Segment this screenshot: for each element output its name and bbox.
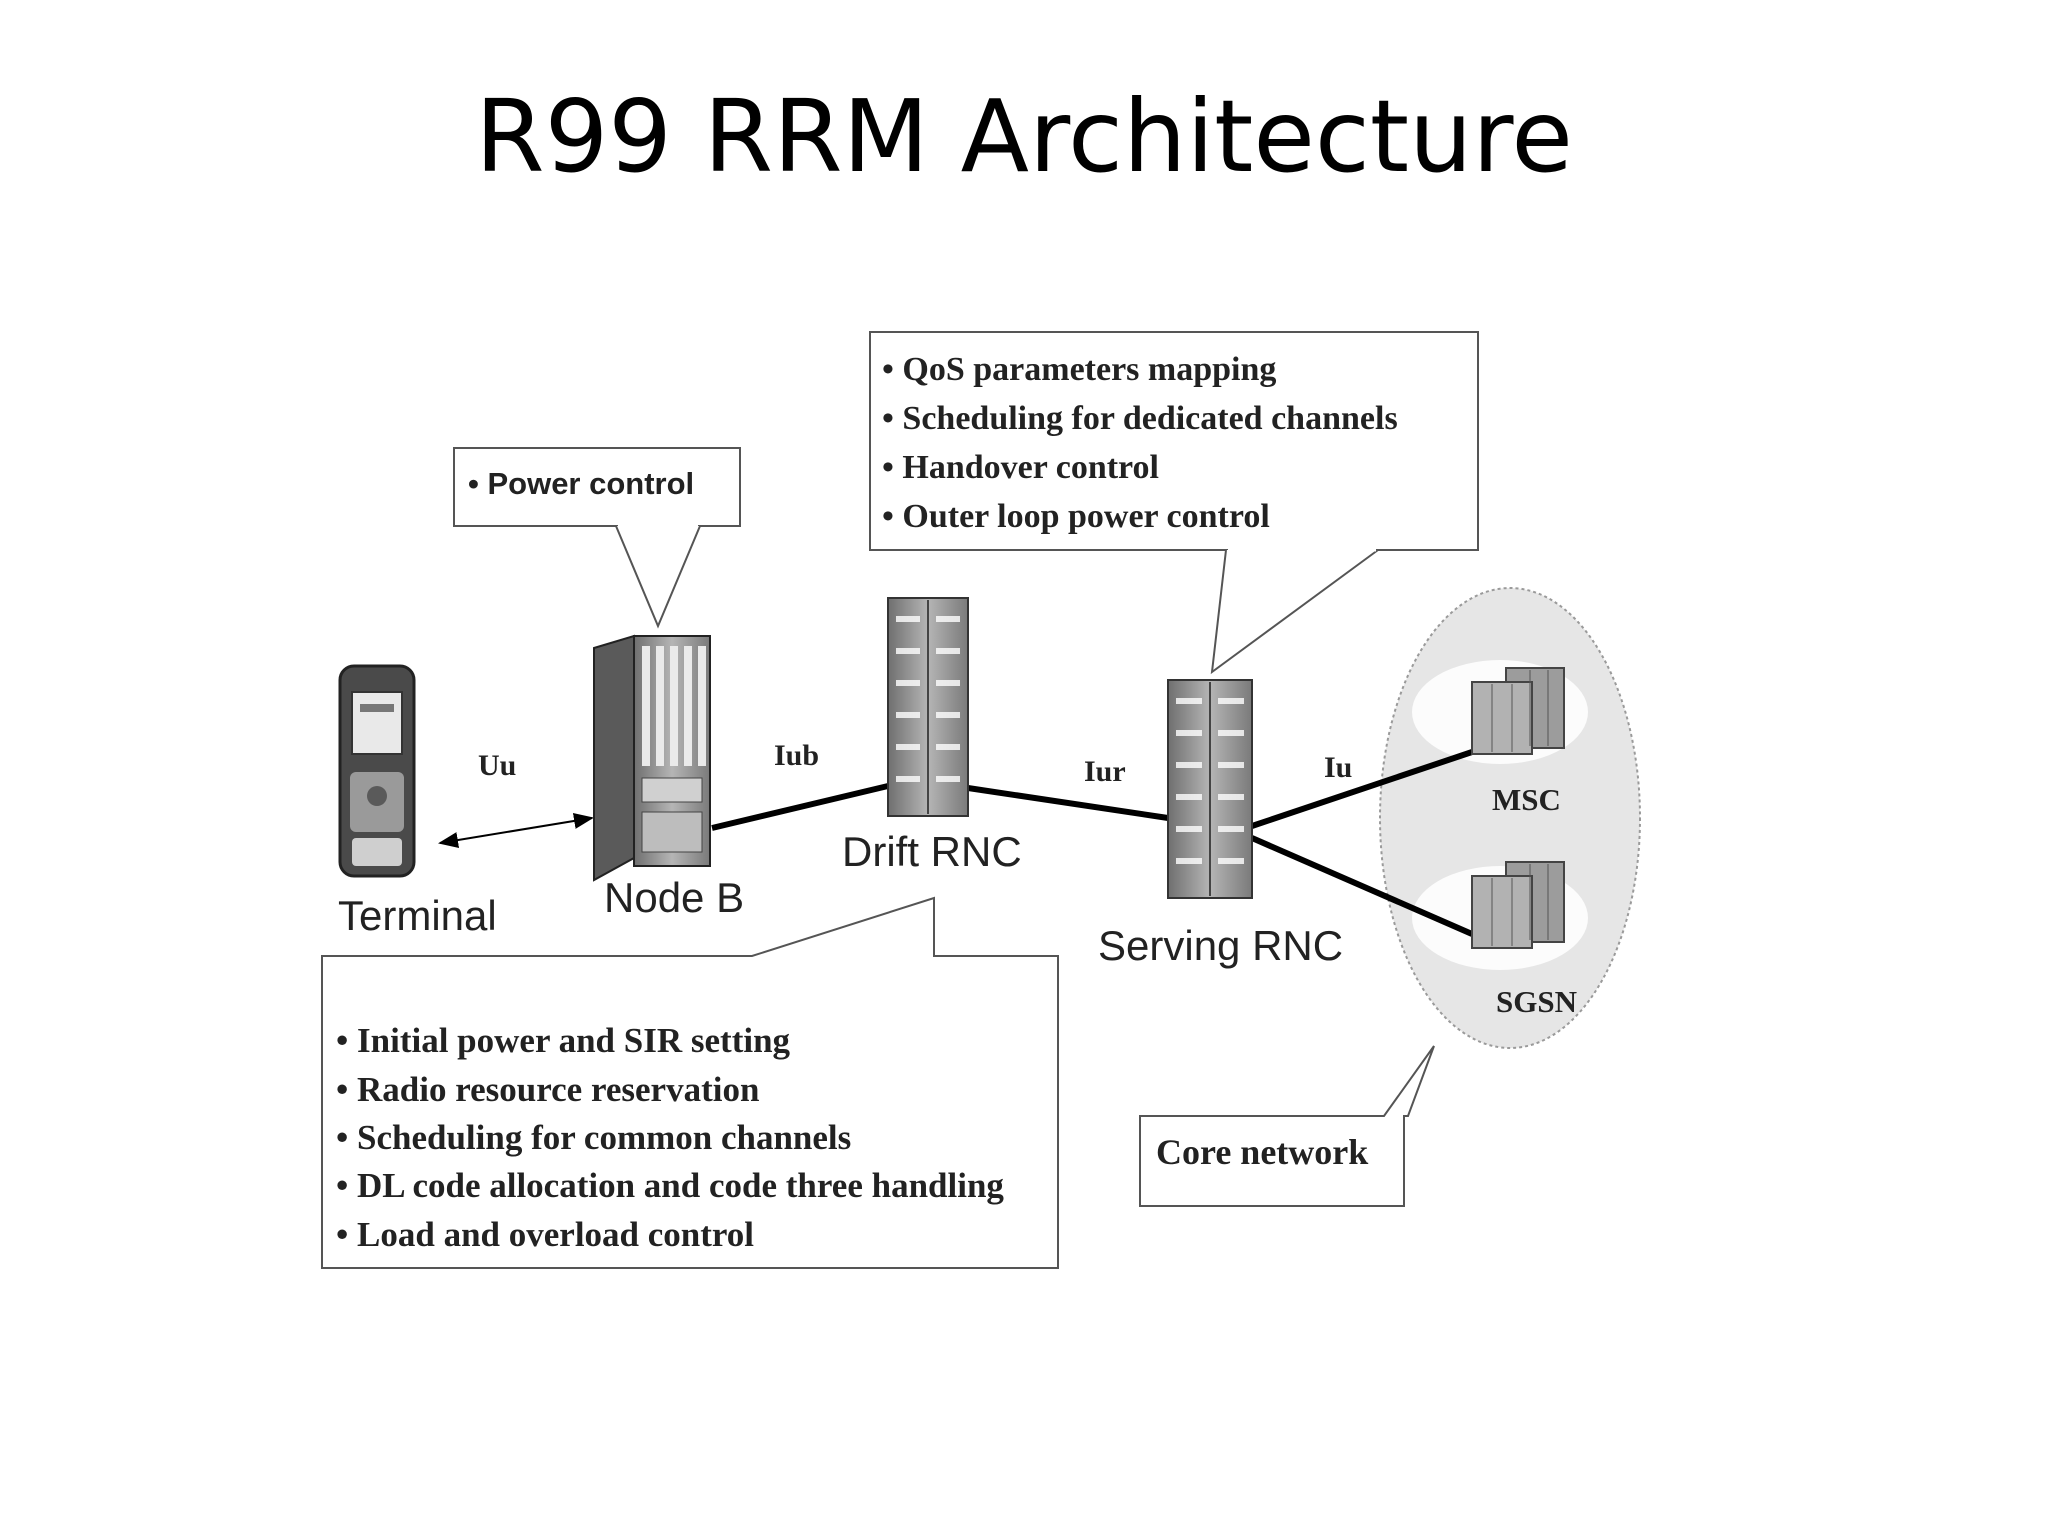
callout-serving-rnc-line: • Scheduling for dedicated channels — [882, 400, 1398, 437]
serving-rnc-cabinet-icon — [1167, 679, 1253, 899]
callout-serving-rnc-line: • Outer loop power control — [882, 498, 1270, 535]
callout-serving-rnc-line: • QoS parameters mapping — [882, 351, 1276, 388]
callout-serving-rnc-line: • Handover control — [882, 449, 1159, 486]
interface-label-uu: Uu — [478, 749, 516, 782]
node-b-cabinet-icon — [593, 634, 711, 882]
callout-node-b: • Power control — [453, 447, 741, 629]
callout-drift-rnc-line: • Load and overload control — [336, 1215, 754, 1254]
callout-node-b-line: • Power control — [468, 466, 694, 501]
callout-drift-rnc-line: • Scheduling for common channels — [336, 1118, 851, 1157]
interface-label-iub: Iub — [774, 739, 819, 772]
node-label-drift-rnc: Drift RNC — [842, 828, 1022, 875]
node-label-sgsn: SGSN — [1496, 984, 1577, 1019]
node-label-serving-rnc: Serving RNC — [1098, 922, 1343, 969]
callout-drift-rnc-line: • DL code allocation and code three hand… — [336, 1166, 1004, 1205]
iu-sgsn-link — [1250, 835, 1474, 937]
sgsn-server-icon — [1471, 861, 1565, 949]
callout-drift-rnc-line: • Radio resource reservation — [336, 1070, 759, 1109]
iu-msc-link — [1251, 749, 1473, 829]
msc-server-icon — [1471, 667, 1565, 755]
terminal-phone-icon — [338, 664, 416, 878]
callout-drift-rnc: • Initial power and SIR setting • Radio … — [321, 896, 1059, 1269]
core-network-cloud — [1379, 587, 1641, 1049]
interface-label-iur: Iur — [1084, 755, 1126, 788]
node-label-msc: MSC — [1492, 782, 1561, 817]
callout-serving-rnc: • QoS parameters mapping • Scheduling fo… — [869, 331, 1479, 675]
callout-core-network: Core network — [1139, 1045, 1435, 1207]
callout-drift-rnc-line: • Initial power and SIR setting — [336, 1021, 791, 1060]
page-title: R99 RRM Architecture — [475, 78, 1573, 195]
node-label-terminal: Terminal — [338, 892, 497, 939]
iur-link — [967, 785, 1169, 821]
drift-rnc-cabinet-icon — [887, 597, 969, 817]
node-label-node-b: Node B — [604, 874, 744, 921]
iub-link — [711, 783, 889, 831]
interface-label-iu: Iu — [1324, 751, 1352, 784]
uu-link — [438, 813, 594, 848]
callout-core-network-line: Core network — [1156, 1132, 1368, 1172]
